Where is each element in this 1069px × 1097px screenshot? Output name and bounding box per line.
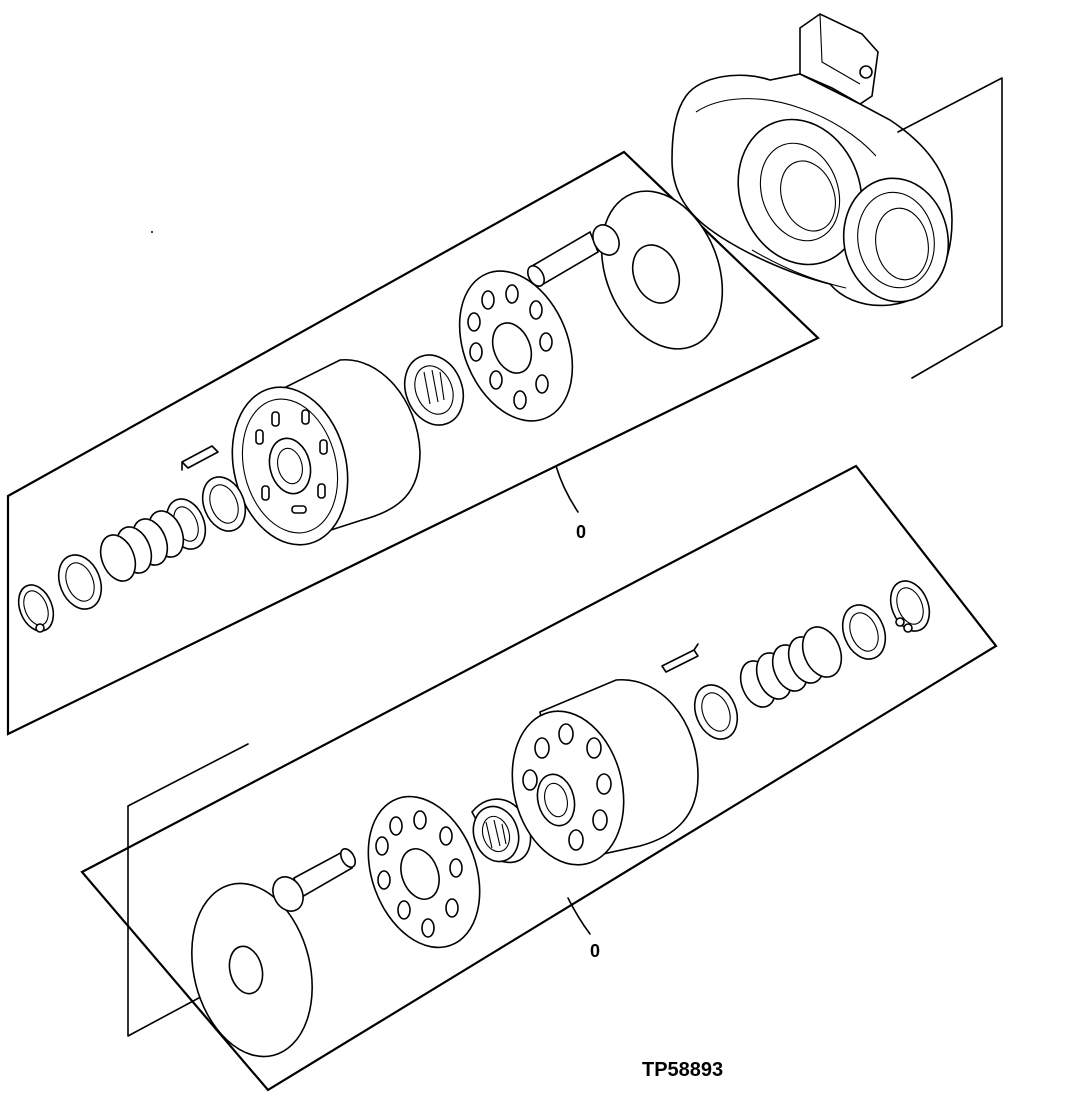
- bearing-upper: [403, 354, 465, 426]
- cylinder-block-upper: [231, 359, 421, 546]
- pin-lower: [272, 848, 357, 912]
- callout-leader-upper: [555, 465, 579, 513]
- valve-plate-lower: [191, 882, 313, 1058]
- callout-label-lower: 0: [590, 941, 600, 961]
- retainer-plate-lower: [367, 795, 481, 949]
- washer-lower: [841, 604, 887, 660]
- washer-upper: [57, 554, 103, 610]
- spring-upper: [99, 510, 185, 582]
- upper-group-frame: [6, 150, 820, 736]
- valve-plate-upper: [600, 190, 724, 350]
- circlip-lower: [889, 580, 931, 633]
- retainer-ring-lower: [693, 684, 739, 740]
- housing-bracket-line: [897, 77, 1003, 379]
- lower-bracket-line: [127, 743, 249, 1037]
- callout-leader-lower: [567, 897, 591, 935]
- pin-upper: [527, 224, 620, 288]
- callout-label-upper: 0: [576, 522, 586, 542]
- figure-id-label: TP58893: [642, 1059, 723, 1081]
- stray-dot: [151, 231, 153, 233]
- lower-group-frame: [80, 464, 998, 1092]
- retainer-ring-upper: [201, 476, 247, 532]
- retainer-plate-upper: [458, 270, 574, 422]
- circlip-upper: [17, 584, 55, 633]
- spring-lower: [739, 626, 843, 708]
- housing: [671, 13, 953, 307]
- key-lower: [661, 643, 699, 673]
- bearing-lower: [471, 798, 532, 864]
- key-upper: [181, 445, 219, 471]
- cylinder-block-lower: [511, 679, 699, 866]
